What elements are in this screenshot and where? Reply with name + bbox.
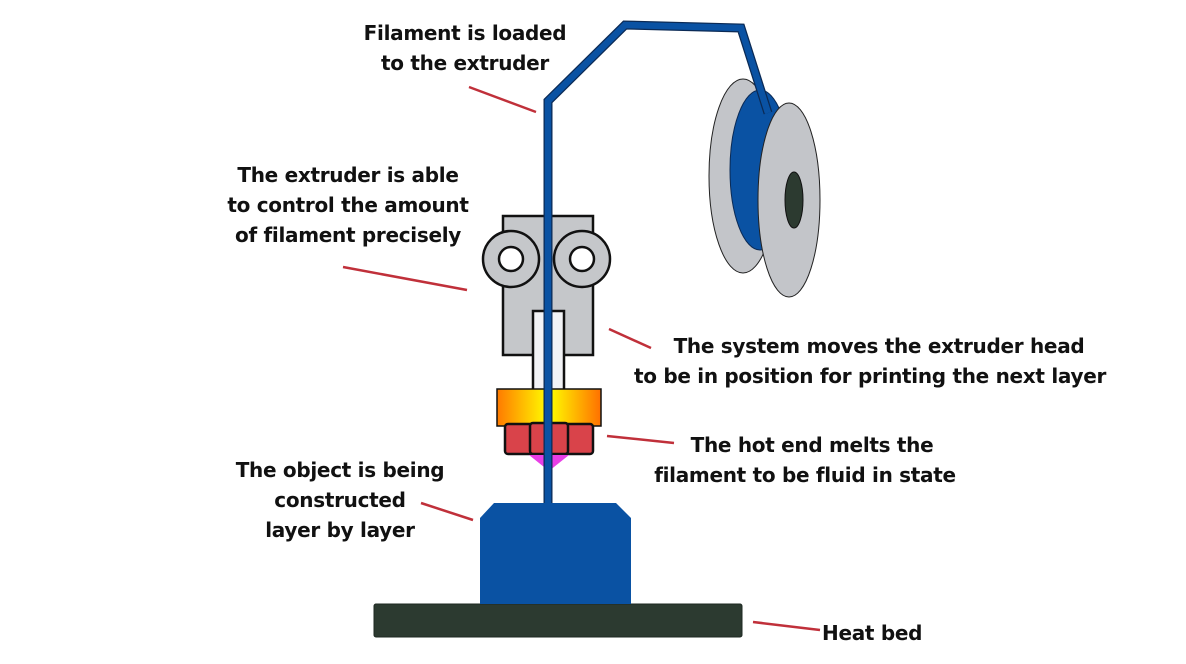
drive-gear-right-hole: [568, 245, 596, 273]
annotation-line: constructed: [274, 488, 406, 512]
annotation-line: The system moves the extruder head: [673, 334, 1085, 358]
leader-line-object: [420, 501, 474, 522]
annotation-line: The hot end melts the: [690, 433, 934, 457]
annotation-line: Filament is loaded: [363, 21, 567, 45]
drive-gear-left-hole: [497, 245, 525, 273]
leader-line-heatbed: [752, 620, 821, 632]
annotation-heat-bed: Heat bed: [822, 618, 942, 648]
annotation-filament-loaded: Filament is loaded to the extruder: [340, 18, 590, 78]
leader-line-filament: [468, 85, 537, 114]
annotation-line: The object is being: [235, 458, 445, 482]
annotation-line: to control the amount: [227, 193, 469, 217]
leader-line-hotend: [606, 434, 675, 445]
spool-hub: [784, 171, 804, 229]
annotation-object-constructed: The object is being constructed layer by…: [220, 455, 460, 545]
annotation-extruder-control: The extruder is able to control the amou…: [218, 160, 478, 250]
annotation-hot-end-melts: The hot end melts the filament to be flu…: [640, 430, 970, 490]
annotation-line: The extruder is able: [237, 163, 459, 187]
annotation-line: of filament precisely: [235, 223, 461, 247]
annotation-line: Heat bed: [822, 621, 923, 645]
annotation-system-moves: The system moves the extruder head to be…: [620, 331, 1120, 391]
leader-line-extruder: [342, 265, 468, 292]
leader-line-system: [608, 327, 652, 350]
annotation-line: to the extruder: [381, 51, 549, 75]
annotation-line: filament to be fluid in state: [654, 463, 956, 487]
annotation-line: layer by layer: [265, 518, 415, 542]
annotation-line: to be in position for printing the next …: [633, 364, 1107, 388]
heat-bed: [373, 603, 743, 638]
printed-object: [480, 503, 631, 604]
